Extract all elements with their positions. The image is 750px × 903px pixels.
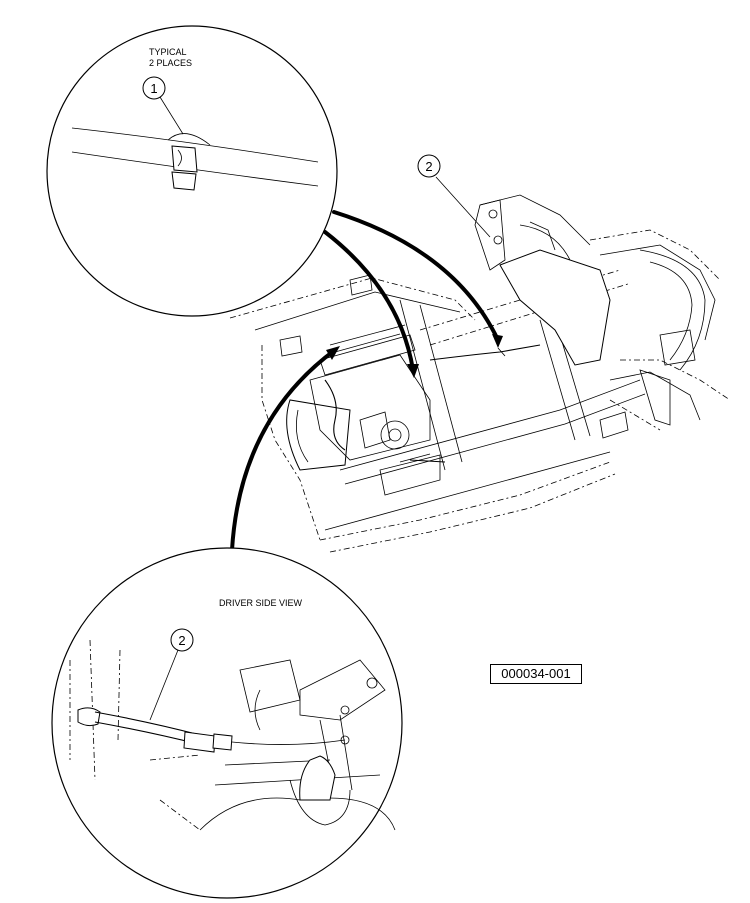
balloon-1-label: 1 [150,81,157,96]
detail-circle-typical: TYPICAL 2 PLACES 1 [46,25,338,317]
driver-side-view-title: DRIVER SIDE VIEW [219,598,303,608]
vehicle-frame-view [229,194,731,553]
balloon-2-detail-label: 2 [178,633,185,648]
balloon-2-detail [170,628,194,652]
part-number-box: 000034-001 [490,664,582,684]
leader-lines [230,210,503,552]
typical-note-line2: 2 PLACES [149,58,192,68]
typical-note-line1: TYPICAL [149,47,187,57]
detail-circle-driver-side: DRIVER SIDE VIEW 2 [51,547,403,899]
balloon-2-main [417,154,441,178]
balloon-1 [142,76,166,100]
balloon-2-main-label: 2 [425,159,432,174]
main-balloon-2: 2 [417,154,491,238]
